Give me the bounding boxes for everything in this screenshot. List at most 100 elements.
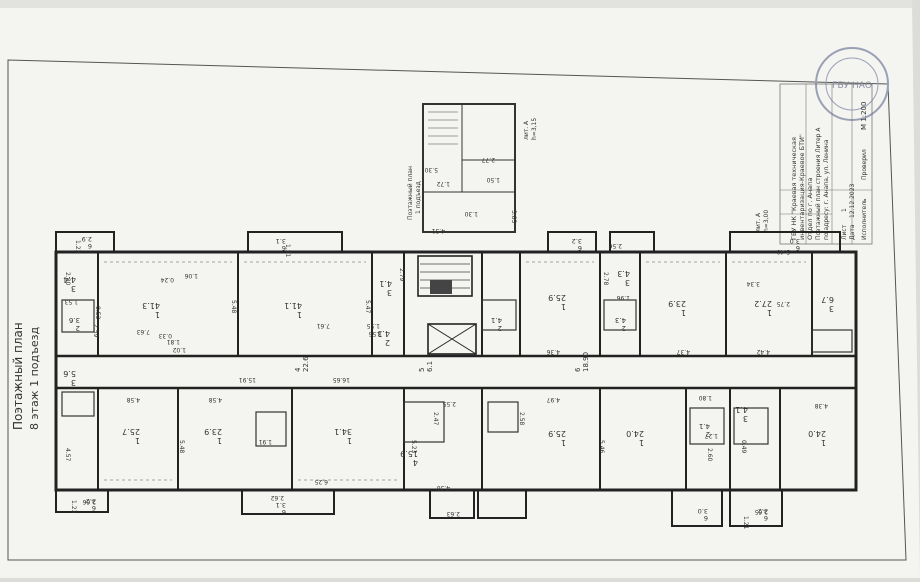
svg-text:по адресу: г. Анапа, ул. Ленин: по адресу: г. Анапа, ул. Ленина xyxy=(823,139,830,240)
svg-text:1: 1 xyxy=(767,308,772,317)
svg-text:1.72: 1.72 xyxy=(436,180,450,187)
svg-text:3.0: 3.0 xyxy=(790,237,800,245)
svg-text:6: 6 xyxy=(92,504,96,512)
dimension-label: 3.34 xyxy=(746,280,760,287)
svg-text:4: 4 xyxy=(294,367,302,372)
dimension-label: 4.97 xyxy=(546,396,560,403)
svg-text:12.12.2023: 12.12.2023 xyxy=(849,183,856,218)
svg-text:18.90: 18.90 xyxy=(582,352,590,372)
plan-label: лит. А h=3,00 xyxy=(755,210,770,232)
dimension-label: 1.21 xyxy=(284,244,291,258)
svg-text:Поэтажный план: Поэтажный план xyxy=(407,166,414,220)
title-block: ГБУ НК "Краевая техническая инвентаризац… xyxy=(779,83,873,245)
main-floor-plan xyxy=(54,231,858,527)
svg-text:ГБУ НК "Краевая техническая: ГБУ НК "Краевая техническая xyxy=(790,137,798,240)
svg-text:4.1: 4.1 xyxy=(379,279,392,288)
svg-text:4: 4 xyxy=(413,458,418,467)
dimension-label: 1.21 xyxy=(742,516,749,530)
svg-text:24.0: 24.0 xyxy=(626,429,644,438)
bath-labels: 23.6 24.1 24.3 24.1 xyxy=(68,316,710,438)
svg-text:инвентаризация-Краевое БТИ": инвентаризация-Краевое БТИ" xyxy=(798,134,806,240)
svg-text:1: 1 xyxy=(347,436,352,445)
dimension-label: 16.65 xyxy=(333,376,350,383)
svg-text:23.9: 23.9 xyxy=(668,299,686,308)
svg-text:4.1: 4.1 xyxy=(735,405,748,414)
svg-text:1: 1 xyxy=(217,436,222,445)
svg-text:6: 6 xyxy=(704,514,708,522)
svg-text:6.7: 6.7 xyxy=(821,295,834,304)
dimension-label: 1.96 xyxy=(616,294,630,301)
svg-text:25.9: 25.9 xyxy=(548,429,566,438)
svg-text:3.6: 3.6 xyxy=(68,316,80,324)
svg-text:4.3: 4.3 xyxy=(617,269,630,278)
svg-text:5: 5 xyxy=(418,368,426,372)
dimension-label: 0.53 xyxy=(94,306,101,320)
svg-text:Проверил: Проверил xyxy=(861,149,868,180)
dimension-label: 7.61 xyxy=(316,322,330,329)
svg-text:1: 1 xyxy=(297,310,302,319)
svg-text:1 подъезд: 1 подъезд xyxy=(415,181,422,214)
svg-text:1: 1 xyxy=(561,438,566,447)
dimension-label: 1.53 xyxy=(64,298,78,305)
svg-text:3.2: 3.2 xyxy=(572,237,582,245)
svg-text:Дата: Дата xyxy=(849,224,856,240)
svg-text:3: 3 xyxy=(625,278,630,287)
svg-text:3: 3 xyxy=(71,284,76,293)
dimension-label: 5.48 xyxy=(178,440,185,454)
plan-subtitle: 8 этаж 1 подъезд xyxy=(28,327,41,430)
svg-text:1: 1 xyxy=(681,308,686,317)
dimension-label: 0.49 xyxy=(740,440,747,454)
svg-text:Поэтажный план строения Литер: Поэтажный план строения Литер А xyxy=(815,127,822,240)
svg-text:6: 6 xyxy=(796,244,800,252)
svg-text:4.3: 4.3 xyxy=(615,316,626,324)
dimension-label: 2.78 xyxy=(602,272,609,286)
svg-text:6: 6 xyxy=(578,244,582,252)
dimension-label: 5.47 xyxy=(364,300,371,314)
dimension-label: 4.58 xyxy=(126,396,140,403)
svg-text:3.1: 3.1 xyxy=(276,501,286,509)
plan-title-block: Поэтажный план 8 этаж 1 подъезд xyxy=(11,322,41,430)
dimension-label: 2.58 xyxy=(518,412,525,426)
dimension-label: 5.40 xyxy=(776,248,790,255)
dimension-label: 2.59 xyxy=(92,324,99,338)
svg-text:1.30: 1.30 xyxy=(464,210,478,217)
dimension-label: 1.27 xyxy=(704,432,718,439)
svg-text:2.9: 2.9 xyxy=(82,235,92,243)
dimension-label: 2.65 xyxy=(754,508,768,515)
dimension-label: 0.24 xyxy=(160,276,174,283)
dimension-label: 15.91 xyxy=(239,376,256,383)
svg-text:2.77: 2.77 xyxy=(481,156,495,163)
dimension-label: 2.66 xyxy=(82,498,96,505)
balcony-labels: 62.9 63.1 63.2 63.0 63.2 63.1 63.0 63.2 xyxy=(82,235,800,522)
rooms-bottom: 35.6 125.7 123.9 134.1 415.9 125.9 124.0… xyxy=(63,369,826,467)
svg-text:27.2: 27.2 xyxy=(754,299,772,308)
dimension-label: 1.80 xyxy=(698,394,712,401)
svg-text:лит. А: лит. А xyxy=(755,212,762,232)
dimension-label: 2.55 xyxy=(442,400,456,407)
dimension-label: 0.33 xyxy=(158,332,172,339)
svg-text:Лист: Лист xyxy=(841,224,848,240)
svg-text:3: 3 xyxy=(743,414,748,423)
svg-text:25.9: 25.9 xyxy=(548,293,566,302)
svg-text:2: 2 xyxy=(76,324,80,332)
svg-text:1: 1 xyxy=(841,208,848,212)
dimension-label: 5.48 xyxy=(230,300,237,314)
dimension-label: 4.58 xyxy=(208,396,222,403)
svg-text:h=3,00: h=3,00 xyxy=(763,210,770,232)
svg-text:3.2: 3.2 xyxy=(86,497,96,505)
dimension-label: 2.75 xyxy=(776,300,790,307)
svg-text:4.1: 4.1 xyxy=(699,422,710,430)
dimension-label: 1.56 xyxy=(368,330,382,337)
svg-text:6: 6 xyxy=(282,508,286,516)
svg-text:5.6: 5.6 xyxy=(63,369,76,378)
dimension-label: 4.42 xyxy=(756,348,770,355)
dimension-label: 4.38 xyxy=(814,402,828,409)
rooms-top: 34.4 141.3 141.1 34.1 24.3 125.9 34.3 12… xyxy=(63,269,834,347)
dimension-label: 2.62 xyxy=(270,494,284,501)
svg-text:25.7: 25.7 xyxy=(122,427,140,436)
dimension-label: 1.81 xyxy=(166,338,180,345)
